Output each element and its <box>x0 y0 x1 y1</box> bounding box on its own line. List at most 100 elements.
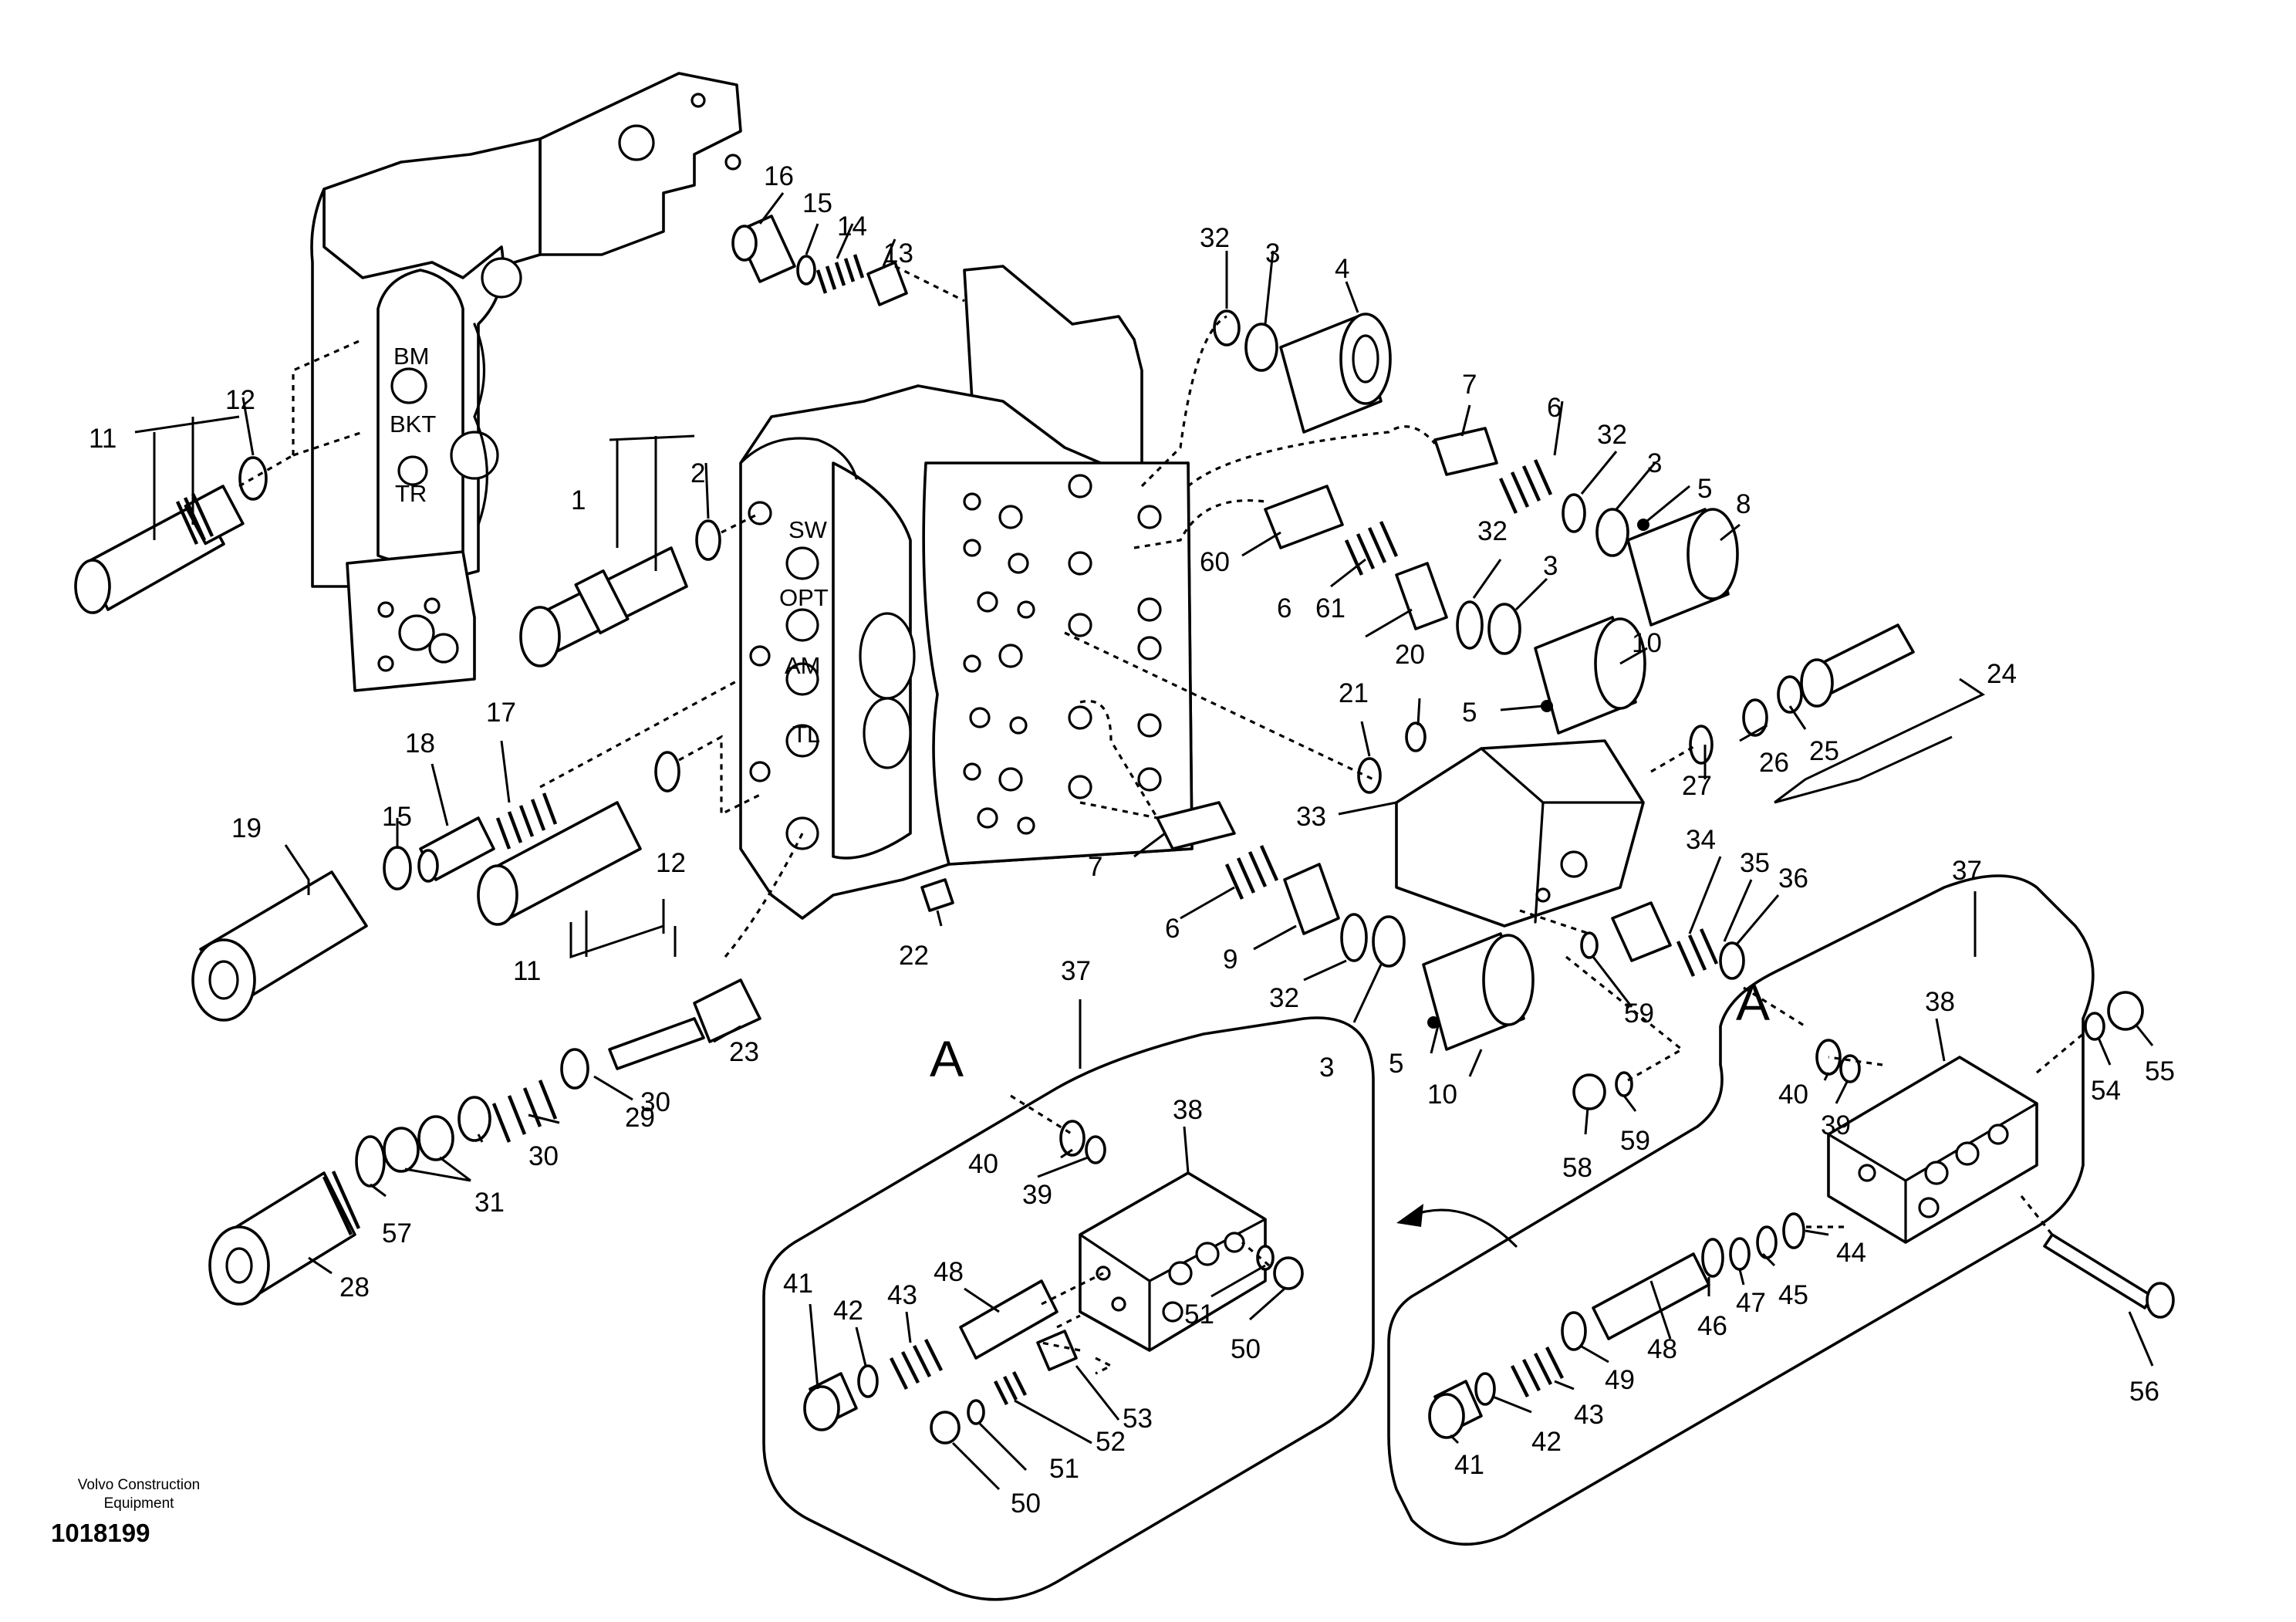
callout-47: 47 <box>1736 1288 1766 1318</box>
callout-6: 6 <box>1277 593 1292 623</box>
callout-32: 32 <box>1200 223 1230 253</box>
callout-13: 13 <box>883 238 913 269</box>
o-ring-59-upper <box>1580 931 1599 959</box>
callout-39: 39 <box>1821 1110 1851 1140</box>
document-number: 1018199 <box>51 1519 150 1547</box>
callout-45: 45 <box>1778 1280 1808 1310</box>
washer-30-lower <box>458 1096 491 1142</box>
callout-15: 15 <box>382 802 412 832</box>
detail-a-right-block-38 <box>1827 1056 2038 1244</box>
relief-valve-24 <box>1800 623 1915 708</box>
relief-valve-11-center <box>477 801 642 926</box>
spring-35 <box>1676 928 1719 977</box>
leader-lines <box>134 192 2154 1491</box>
plug-22 <box>920 878 954 912</box>
callout-32: 32 <box>1477 516 1508 546</box>
callout-11: 11 <box>89 424 116 454</box>
callout-3: 3 <box>1319 1053 1334 1083</box>
spring-6-mid <box>1344 521 1399 576</box>
callout-2: 2 <box>690 458 705 488</box>
callout-7: 7 <box>1088 852 1102 882</box>
o-ring-12-center <box>654 751 680 792</box>
callout-61: 61 <box>1315 593 1346 623</box>
detail-a-left-block-38 <box>1079 1171 1267 1352</box>
callout-6: 6 <box>1547 393 1562 423</box>
ring-39-a1 <box>1085 1135 1106 1164</box>
o-ring-32-mid <box>1562 493 1586 533</box>
alignment-lines <box>238 265 2085 1375</box>
check-valve-8 <box>1626 508 1739 627</box>
callout-29: 29 <box>625 1103 655 1133</box>
left-valve-housing <box>310 72 742 692</box>
o-ring-57 <box>355 1135 386 1188</box>
cover-block-33 <box>1395 739 1645 928</box>
callout-20: 20 <box>1395 640 1425 670</box>
plug-50-a1-lower <box>930 1411 961 1445</box>
o-ring-51-a1-lower <box>967 1399 985 1425</box>
plug-41-a2 <box>1428 1380 1483 1439</box>
callout-42: 42 <box>1531 1427 1562 1457</box>
o-ring-51-a1-upper <box>1256 1245 1275 1271</box>
callout-31: 31 <box>474 1188 505 1218</box>
callout-41: 41 <box>783 1269 813 1299</box>
poppet-7-top <box>1433 427 1498 476</box>
callout-6: 6 <box>1165 914 1180 944</box>
callout-30: 30 <box>640 1087 670 1117</box>
callout-23: 23 <box>729 1037 759 1067</box>
publisher-credit: Volvo Construction Equipment <box>77 1477 201 1512</box>
callout-55: 55 <box>2145 1056 2175 1086</box>
callout-5: 5 <box>1462 698 1477 728</box>
ring-46 <box>1701 1238 1724 1278</box>
backup-ring-3-bottom <box>1372 915 1406 968</box>
washer-49 <box>1561 1311 1587 1351</box>
callout-22: 22 <box>899 941 929 971</box>
seal-mark-5-mid <box>1541 700 1553 712</box>
callout-5: 5 <box>1697 474 1712 504</box>
callout-28: 28 <box>339 1272 370 1303</box>
callout-3: 3 <box>1647 448 1662 478</box>
o-ring-15-lower <box>383 846 412 890</box>
callout-50: 50 <box>1011 1489 1041 1519</box>
callout-7: 7 <box>1462 370 1477 400</box>
spring-52 <box>993 1370 1028 1406</box>
callout-48: 48 <box>934 1257 964 1287</box>
spring-6-top <box>1498 459 1553 514</box>
o-ring-42-a2 <box>1474 1372 1496 1406</box>
ring-45 <box>1756 1225 1778 1259</box>
callout-4: 4 <box>1335 254 1349 284</box>
end-cap-28 <box>208 1171 361 1306</box>
callout-32: 32 <box>1597 420 1627 450</box>
plug-41-a1 <box>803 1372 858 1431</box>
callout-34: 34 <box>1686 825 1716 855</box>
backup-ring-3-mid <box>1595 508 1629 557</box>
callout-12: 12 <box>225 385 255 415</box>
callout-32: 32 <box>1269 983 1299 1013</box>
callout-52: 52 <box>1096 1427 1126 1457</box>
poppet-60 <box>1264 485 1344 549</box>
port-label-bkt: BKT <box>390 411 436 438</box>
spring-6-lower <box>1224 845 1279 900</box>
washer-30-upper <box>560 1048 589 1090</box>
callout-14: 14 <box>837 211 867 242</box>
callout-36: 36 <box>1778 863 1808 894</box>
callout-21: 21 <box>1339 678 1369 708</box>
callout-30: 30 <box>528 1141 559 1171</box>
o-ring-32-bottom <box>1340 913 1368 962</box>
spring-14 <box>815 254 865 294</box>
callout-37: 37 <box>1952 856 1982 886</box>
callout-37: 37 <box>1061 956 1091 986</box>
callout-3: 3 <box>1265 238 1280 269</box>
o-ring-21 <box>1357 757 1382 794</box>
callout-24: 24 <box>1987 659 2017 689</box>
callout-40: 40 <box>968 1149 998 1179</box>
callout-53: 53 <box>1123 1404 1153 1434</box>
callout-labels: 1 2 3 3 3 3 4 5 5 5 6 6 6 7 7 8 9 10 10 … <box>89 161 2175 1519</box>
poppet-7-lower <box>1156 801 1236 850</box>
callout-19: 19 <box>231 813 262 843</box>
detail-arrow <box>1410 1208 1518 1248</box>
o-ring-2 <box>695 519 721 561</box>
callout-58: 58 <box>1562 1153 1592 1183</box>
body-face-holes <box>963 474 1162 835</box>
